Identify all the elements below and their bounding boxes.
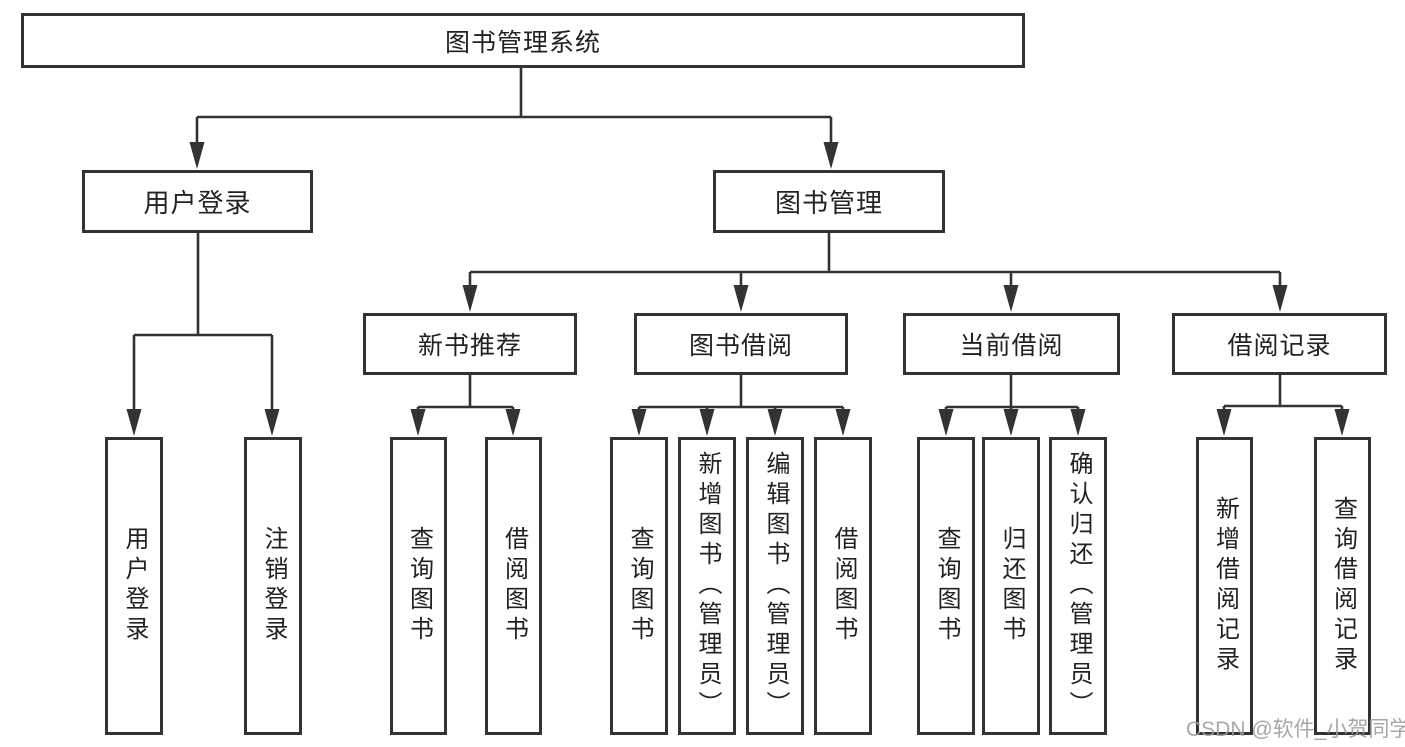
node-label: 用户登录 <box>143 188 252 218</box>
leaf-label: 用户登录 <box>121 526 148 646</box>
leaf-user-login: 用户登录 <box>105 437 163 735</box>
arrowhead <box>126 409 142 436</box>
arrowhead <box>1003 285 1019 312</box>
leaf-label: 新增图书（管理员） <box>694 451 721 721</box>
connector-userlogin-to-leaves <box>132 233 274 411</box>
arrowhead <box>1070 409 1086 436</box>
leaf-return-book: 归还图书 <box>982 437 1040 735</box>
leaf-query-borrow-record: 查询借阅记录 <box>1314 437 1371 735</box>
arrowhead <box>1216 409 1232 436</box>
csdn-watermark: CSDN @软件_小贺同学 <box>1186 718 1405 741</box>
leaf-borrow-books: 借阅图书 <box>814 437 872 735</box>
arrowhead <box>938 409 954 436</box>
node-user-login: 用户登录 <box>82 170 313 233</box>
arrowhead <box>189 142 205 169</box>
arrowhead <box>264 409 280 436</box>
arrowhead <box>631 409 647 436</box>
leaf-label: 编辑图书（管理员） <box>762 451 789 721</box>
node-label: 借阅记录 <box>1227 332 1332 360</box>
leaf-logout: 注销登录 <box>244 437 302 735</box>
connector-borrow-to-leaves <box>637 375 845 411</box>
node-label: 图书管理 <box>774 188 883 218</box>
arrowhead <box>462 285 478 312</box>
node-label: 图书管理系统 <box>444 28 601 57</box>
leaf-confirm-return-admin: 确认归还（管理员） <box>1049 437 1107 735</box>
arrowhead <box>835 409 851 436</box>
node-current-borrowing: 当前借阅 <box>903 313 1120 375</box>
leaf-query-books-borrow: 查询图书 <box>610 437 668 735</box>
leaf-label: 借阅图书 <box>830 526 857 646</box>
leaf-borrow-books-recommend: 借阅图书 <box>485 437 542 735</box>
leaf-label: 注销登录 <box>260 526 287 646</box>
arrowhead <box>1334 409 1350 436</box>
connector-current-to-leaves <box>944 375 1080 411</box>
arrowhead <box>823 142 839 169</box>
arrowhead <box>1003 409 1019 436</box>
arrowhead <box>767 409 783 436</box>
node-label: 新书推荐 <box>417 332 522 360</box>
leaf-label: 借阅图书 <box>500 526 528 646</box>
leaf-query-books-current: 查询图书 <box>917 437 975 735</box>
leaf-label: 新增借阅记录 <box>1211 496 1239 676</box>
connector-root-to-level2 <box>195 68 833 144</box>
node-label: 图书借阅 <box>688 332 793 360</box>
connector-newbook-to-leaves <box>416 375 515 411</box>
arrowhead <box>699 409 715 436</box>
leaf-query-books-recommend: 查询图书 <box>390 437 447 735</box>
leaf-label: 查询借阅记录 <box>1329 496 1357 676</box>
connector-bookmgmt-to-level3 <box>468 233 1282 287</box>
node-borrowing-records: 借阅记录 <box>1172 313 1387 375</box>
leaf-label: 归还图书 <box>998 526 1025 646</box>
arrowhead <box>1272 285 1288 312</box>
leaf-label: 确认归还（管理员） <box>1065 451 1092 721</box>
node-book-borrowing: 图书借阅 <box>634 313 848 375</box>
leaf-edit-book-admin: 编辑图书（管理员） <box>746 437 804 735</box>
arrowhead <box>505 409 521 436</box>
leaf-label: 查询图书 <box>626 526 653 646</box>
node-label: 当前借阅 <box>959 332 1064 360</box>
node-book-management: 图书管理 <box>713 170 945 233</box>
arrowhead <box>733 285 749 312</box>
connector-records-to-leaves <box>1222 375 1344 411</box>
leaf-add-book-admin: 新增图书（管理员） <box>678 437 736 735</box>
leaf-label: 查询图书 <box>933 526 960 646</box>
leaf-add-borrow-record: 新增借阅记录 <box>1196 437 1253 735</box>
node-new-book-recommendation: 新书推荐 <box>363 313 577 375</box>
leaf-label: 查询图书 <box>405 526 433 646</box>
node-library-management-system: 图书管理系统 <box>21 13 1025 68</box>
arrowhead <box>410 409 426 436</box>
